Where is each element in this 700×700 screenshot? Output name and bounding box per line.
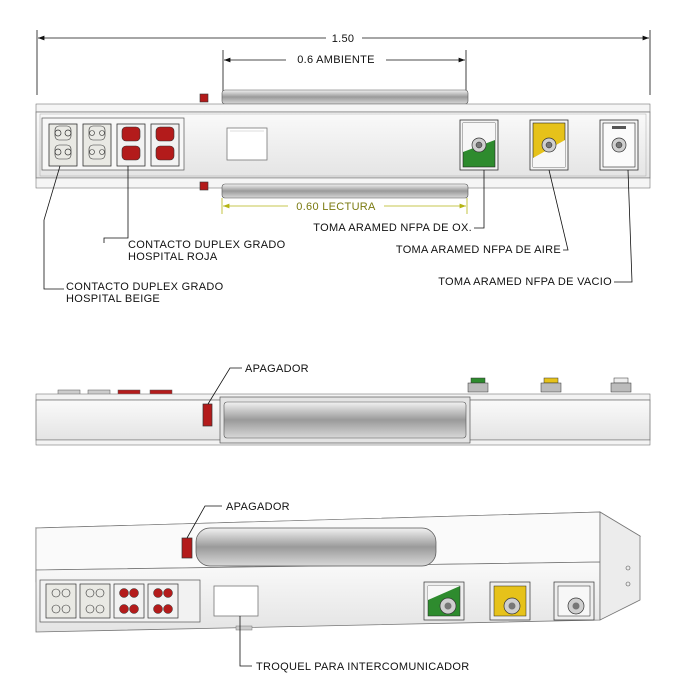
label-vacuum: TOMA ARAMED NFPA DE VACIO — [438, 276, 612, 288]
ambient-light-bar — [221, 89, 469, 105]
leader-air — [548, 169, 569, 251]
label-beige-outlet-line1: CONTACTO DUPLEX GRADO — [66, 281, 224, 293]
reading-light-bar — [221, 183, 469, 199]
intercom-knockout — [226, 127, 268, 161]
vacuum-outlet — [599, 119, 639, 171]
air-nipple-side — [540, 377, 562, 393]
isometric-view: APAGADOR TROQUEL PARA INTERCOMUNICADOR — [35, 501, 642, 673]
switch-bottom-view — [202, 403, 213, 427]
leader-beige-outlet — [43, 165, 64, 290]
beige-outlet-2 — [82, 123, 112, 167]
label-red-outlet-line1: CONTACTO DUPLEX GRADO — [128, 239, 286, 251]
front-view: 1.50 0.6 AMBIENTE — [35, 30, 651, 305]
panel-top-rail — [35, 103, 651, 113]
oxygen-outlet — [459, 119, 499, 171]
iso-oxygen-outlet — [423, 581, 465, 621]
bottom-switch — [199, 181, 209, 191]
iso-intercom-knockout — [213, 585, 259, 617]
label-switch-iso: APAGADOR — [226, 501, 290, 513]
leader-oxygen — [474, 170, 485, 229]
leader-intercom — [239, 616, 252, 667]
iso-red-outlet-1 — [113, 583, 145, 619]
leader-switch-bottom — [207, 367, 242, 405]
red-outlet-2 — [150, 123, 180, 167]
leader-switch-iso — [186, 505, 222, 539]
dim-reading-text: 0.60 LECTURA — [296, 201, 376, 213]
iso-beige-outlet-1 — [45, 583, 77, 619]
iso-end-cap — [599, 511, 641, 621]
leader-red-outlet — [103, 166, 129, 243]
iso-light-bar — [195, 527, 437, 567]
dim-overall-text: 1.50 — [332, 33, 355, 45]
iso-vacuum-outlet — [553, 581, 595, 621]
vacuum-nipple-side — [610, 377, 632, 393]
air-outlet — [529, 119, 569, 171]
label-beige-outlet-line2: HOSPITAL BEIGE — [66, 293, 160, 305]
top-switch — [199, 93, 209, 103]
leader-vacuum — [614, 169, 633, 283]
light-bar-bottom-view — [223, 401, 467, 439]
label-oxygen: TOMA ARAMED NFPA DE OX. — [313, 222, 472, 234]
dim-ambient-text: 0.6 AMBIENTE — [297, 54, 375, 66]
bottom-view: APAGADOR — [35, 363, 651, 446]
label-air: TOMA ARAMED NFPA DE AIRE — [396, 244, 561, 256]
iso-red-outlet-2 — [147, 583, 179, 619]
label-switch-bottom: APAGADOR — [245, 363, 309, 375]
iso-air-outlet — [489, 581, 531, 621]
oxygen-nipple-side — [467, 377, 489, 393]
label-intercom: TROQUEL PARA INTERCOMUNICADOR — [256, 661, 469, 673]
iso-switch — [181, 537, 193, 559]
beige-outlet-1 — [48, 123, 78, 167]
iso-beige-outlet-2 — [79, 583, 111, 619]
red-outlet-1 — [116, 123, 146, 167]
label-red-outlet-line2: HOSPITAL ROJA — [128, 251, 218, 263]
